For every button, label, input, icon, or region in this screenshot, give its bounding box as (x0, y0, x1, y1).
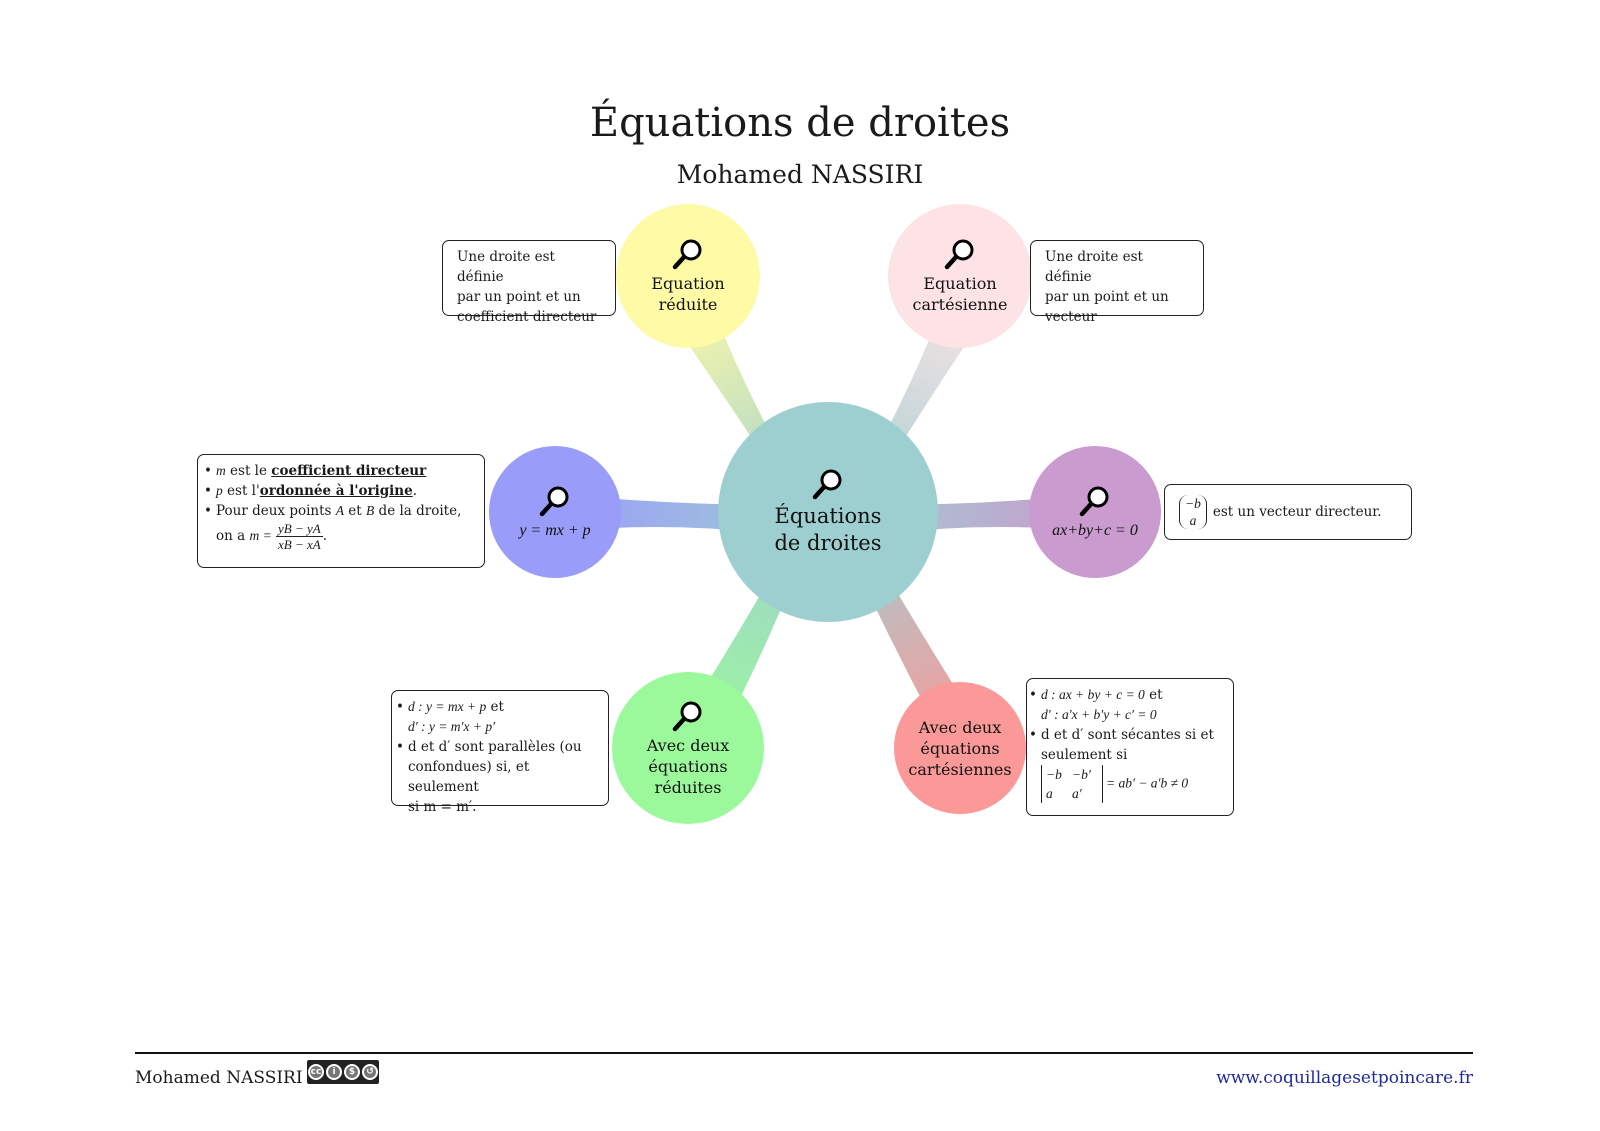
y-mx-p-label: y = mx + p (519, 521, 591, 539)
deux-cartesiennes-line2: équations (920, 738, 1000, 758)
deux-reduites-line3: réduites (654, 777, 722, 797)
ax-by-c-label: ax+by+c = 0 (1052, 521, 1138, 539)
center-node-line2: de droites (774, 531, 882, 555)
magnifier-icon (812, 469, 842, 500)
node-deux-reduites[interactable]: Avec deux équations réduites (612, 672, 764, 824)
coefficient-directeur-term: coefficient directeur (271, 463, 427, 479)
cc-nc-icon: $ (344, 1064, 360, 1080)
mx-p-bullet-1: m est le coefficient directeur (204, 461, 474, 481)
equation-reduite-line2: réduite (658, 295, 718, 314)
equation-cartesienne-line2: cartésienne (912, 295, 1008, 314)
mx-p-bullet-2: p est l'ordonnée à l'origine. (204, 481, 474, 501)
page-author: Mohamed NASSIRI (676, 160, 924, 189)
cc-sa-icon: ↺ (362, 1064, 378, 1080)
equation-reduite-circle (616, 204, 760, 348)
box-cartesienne-line3: vecteur (1045, 309, 1097, 325)
y-mx-p-circle (489, 446, 621, 578)
box-cartesienne-line1: Une droite est définie (1045, 249, 1143, 285)
node-deux-cartesiennes[interactable]: Avec deux équations cartésiennes (894, 682, 1026, 814)
cc-icon: cc (308, 1064, 324, 1080)
deux-reduites-line1: Avec deux (646, 735, 730, 755)
box-cartesienne-line2: par un point et un (1045, 289, 1169, 305)
ax-by-c-circle (1029, 446, 1161, 578)
footer-rule (135, 1052, 1473, 1054)
magnifier-icon (539, 486, 569, 516)
determinant-result: = ab′ − a′b ≠ 0 (1106, 775, 1189, 791)
center-node-circle (718, 402, 938, 622)
magnifier-icon (944, 239, 974, 270)
center-node-line1: Équations (774, 504, 882, 528)
center-node[interactable]: Équations de droites (718, 402, 938, 622)
node-equation-reduite[interactable]: Equation réduite (616, 204, 760, 348)
mx-p-bullet-3: Pour deux points A et B de la droite,on … (204, 501, 474, 552)
node-ax-by-c[interactable]: ax+by+c = 0 (1029, 446, 1161, 578)
deux-reduites-line2: équations (648, 756, 728, 776)
equation-cartesienne-line1: Equation (923, 274, 997, 293)
node-y-mx-p[interactable]: y = mx + p (489, 446, 621, 578)
deux-cartesiennes-bullet-1: d : ax + by + c = 0 etd′ : a′x + b′y + c… (1029, 685, 1229, 725)
box-reduite-line3: coefficient directeur (457, 309, 597, 325)
box-cartesienne-definition: Une droite est définie par un point et u… (1030, 240, 1204, 325)
ordonnee-origine-term: ordonnée à l'origine (259, 483, 413, 499)
footer-website-link[interactable]: www.coquillagesetpoincare.fr (1216, 1068, 1473, 1088)
magnifier-icon (1079, 486, 1109, 516)
equation-cartesienne-circle (888, 204, 1032, 348)
box-reduite-definition: Une droite est définie par un point et u… (442, 240, 616, 325)
box-deux-cartesiennes-details: d : ax + by + c = 0 etd′ : a′x + b′y + c… (1026, 678, 1234, 816)
deux-cartesiennes-circle (894, 682, 1026, 814)
cc-by-icon: i (326, 1064, 342, 1080)
box-deux-reduites-details: d : y = mx + p etd′ : y = m′x + p′ d et … (391, 690, 609, 815)
vecteur-text: est un vecteur directeur. (1212, 504, 1382, 520)
cc-license-badge: cc i $ ↺ (307, 1060, 379, 1084)
magnifier-icon (672, 239, 702, 270)
deux-reduites-bullet-1: d : y = mx + p etd′ : y = m′x + p′ (396, 697, 598, 737)
footer-author: Mohamed NASSIRI (135, 1068, 303, 1088)
page-title: Équations de droites (589, 100, 1011, 146)
box-y-mx-p-details: m est le coefficient directeur p est l'o… (197, 454, 485, 568)
deux-cartesiennes-line3: cartésiennes (908, 759, 1012, 779)
equation-reduite-line1: Equation (651, 274, 725, 293)
magnifier-icon (672, 701, 702, 731)
box-reduite-line1: Une droite est définie (457, 249, 555, 285)
deux-reduites-circle (612, 672, 764, 824)
node-equation-cartesienne[interactable]: Equation cartésienne (888, 204, 1032, 348)
deux-cartesiennes-line1: Avec deux (918, 717, 1002, 737)
box-reduite-line2: par un point et un (457, 289, 581, 305)
